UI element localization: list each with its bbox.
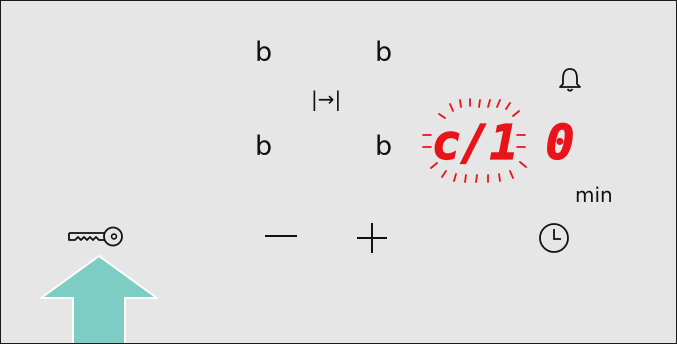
zone-rear-right-indicator: b: [375, 131, 393, 162]
powerboost-indicator: |→|: [311, 87, 342, 111]
timer-right-display-text: 0: [546, 115, 575, 171]
minutes-unit-label: min: [575, 183, 613, 207]
zone-rear-left-indicator: b: [255, 131, 273, 162]
plus-icon[interactable]: [355, 221, 389, 255]
clock-icon[interactable]: [537, 221, 571, 255]
zone-front-right-indicator: b: [375, 37, 393, 68]
timer-right-display: 0: [545, 114, 575, 171]
zone-front-left-indicator: b: [255, 37, 273, 68]
timer-left-display: c/1: [431, 114, 519, 171]
timer-left-display-text: c/1: [432, 115, 519, 171]
bell-icon: [559, 68, 581, 92]
up-arrow-icon: [40, 255, 158, 343]
key-icon[interactable]: [67, 224, 125, 250]
minus-icon[interactable]: [263, 223, 299, 249]
